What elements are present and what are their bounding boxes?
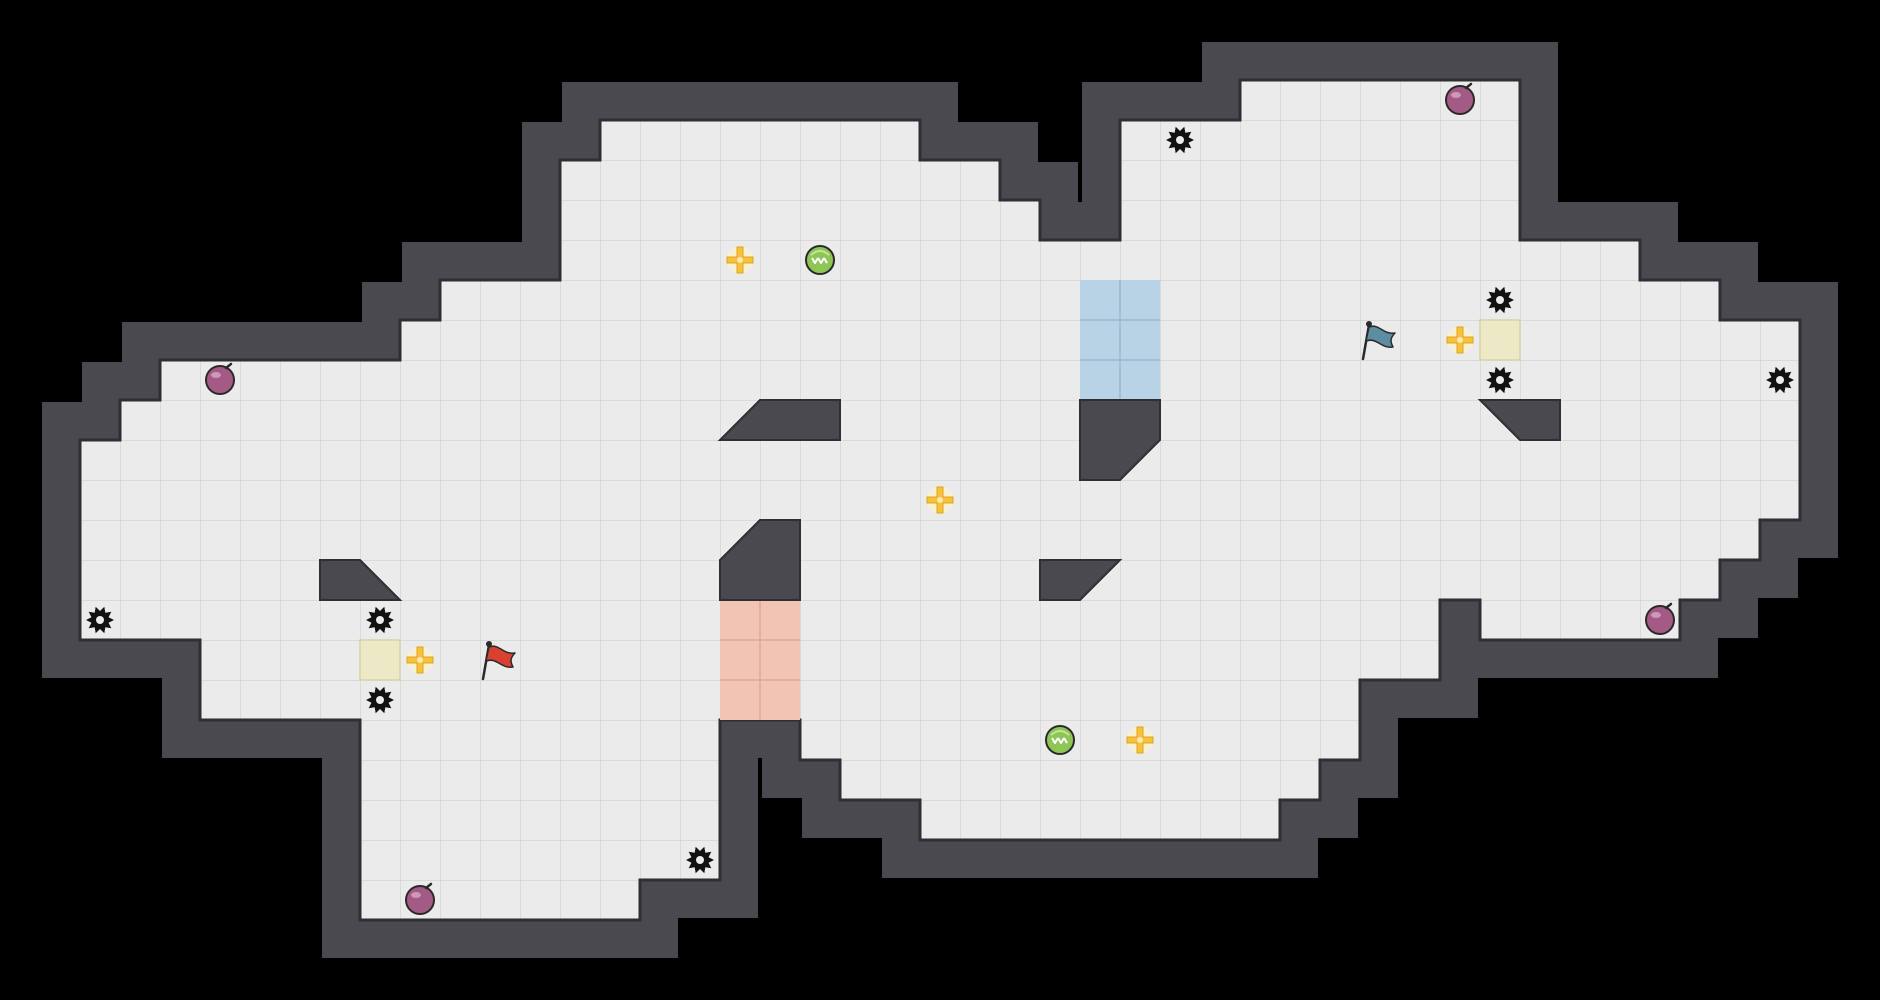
gate-pad — [1479, 319, 1521, 361]
boost-icon[interactable] — [805, 245, 835, 275]
wall-obstacle — [717, 399, 841, 441]
gate-pad — [359, 639, 401, 681]
blue-team-zone — [1080, 280, 1160, 400]
powerup-icon[interactable] — [926, 486, 954, 514]
spike-icon — [366, 686, 394, 714]
powerup-icon[interactable] — [406, 646, 434, 674]
wall-obstacle — [1477, 399, 1561, 441]
powerup-icon[interactable] — [1446, 326, 1474, 354]
bomb-icon — [205, 362, 235, 395]
red-flag-icon[interactable] — [481, 641, 516, 681]
blue-flag-icon[interactable] — [1361, 321, 1396, 361]
wall-obstacle — [319, 559, 403, 601]
wall-obstacle — [719, 519, 801, 601]
wall-obstacle — [1079, 399, 1161, 481]
powerup-icon[interactable] — [726, 246, 754, 274]
spike-icon — [1166, 126, 1194, 154]
red-team-zone — [720, 600, 800, 720]
wall-obstacle — [1039, 559, 1123, 601]
bomb-icon — [405, 882, 435, 915]
boost-icon[interactable] — [1045, 725, 1075, 755]
spike-icon — [686, 846, 714, 874]
bomb-icon — [1645, 602, 1675, 635]
spike-icon — [1486, 366, 1514, 394]
spike-icon — [366, 606, 394, 634]
spike-icon — [1486, 286, 1514, 314]
floor — [78, 78, 1802, 922]
spike-icon — [86, 606, 114, 634]
bomb-icon — [1445, 82, 1475, 115]
spike-icon — [1766, 366, 1794, 394]
powerup-icon[interactable] — [1126, 726, 1154, 754]
